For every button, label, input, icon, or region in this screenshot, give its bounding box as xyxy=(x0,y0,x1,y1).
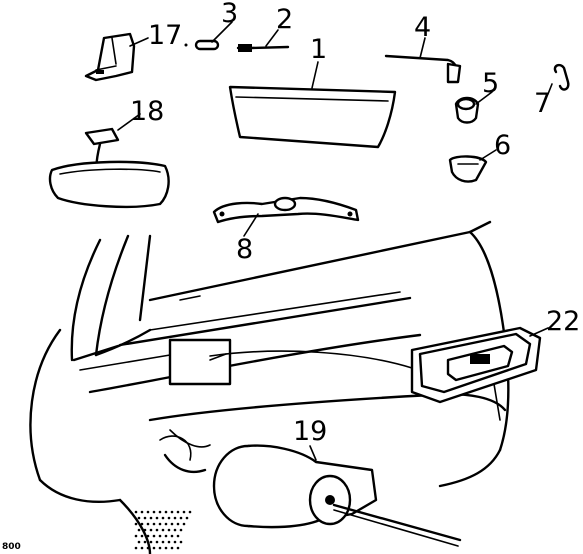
part-1-visor-pocket xyxy=(228,85,397,149)
grille-dot xyxy=(173,516,177,520)
callout-22: 22 xyxy=(546,306,580,337)
grille-dot xyxy=(137,516,141,520)
grille-dot xyxy=(146,522,150,526)
grille-dot xyxy=(167,528,171,532)
part-2-rod xyxy=(236,44,290,52)
grille-dot xyxy=(140,546,144,550)
callout-18: 18 xyxy=(130,96,164,127)
grille-dot xyxy=(152,510,156,514)
grille-dot xyxy=(146,546,150,550)
part-19-motor xyxy=(212,444,462,547)
grille-dot xyxy=(149,540,153,544)
part-4-l-hook xyxy=(384,54,462,84)
grille-dot xyxy=(182,522,186,526)
part-6-bezel xyxy=(448,155,488,183)
grille-dot xyxy=(137,528,141,532)
grille-dot xyxy=(176,522,180,526)
grille-dot xyxy=(155,540,159,544)
callout-5: 5 xyxy=(482,68,499,99)
grille-dot xyxy=(149,516,153,520)
part-3-clip xyxy=(184,39,220,51)
callout-8: 8 xyxy=(236,234,253,265)
grille-dot xyxy=(182,510,186,514)
grille-dot xyxy=(143,528,147,532)
grille-dot xyxy=(170,522,174,526)
grille-dot xyxy=(155,528,159,532)
leader-lines xyxy=(117,21,553,461)
grille-dot xyxy=(176,546,180,550)
grille-dot xyxy=(185,516,189,520)
callout-19: 19 xyxy=(293,416,327,447)
callout-3: 3 xyxy=(221,0,238,29)
grille-dot xyxy=(134,522,138,526)
part-18-rearview-mirror xyxy=(48,127,170,209)
grille-dot xyxy=(161,516,165,520)
grille-dot xyxy=(152,546,156,550)
callout-6: 6 xyxy=(494,130,511,161)
grille-dot xyxy=(167,540,171,544)
grille-dot xyxy=(134,546,138,550)
grille-dot xyxy=(188,510,192,514)
grille-dot xyxy=(164,534,168,538)
grille-dot xyxy=(176,534,180,538)
grille-dot xyxy=(134,534,138,538)
door-cable xyxy=(168,338,413,386)
grille-dot xyxy=(140,534,144,538)
callout-labels: 1 2 3 4 5 6 7 8 17 18 19 22 xyxy=(130,0,580,447)
speaker-grille xyxy=(134,510,192,550)
grille-dot xyxy=(173,540,177,544)
part-8-grab-handle xyxy=(212,196,360,224)
grille-dot xyxy=(149,528,153,532)
part-7-hook xyxy=(553,63,570,91)
grille-dot xyxy=(173,528,177,532)
grille-dot xyxy=(137,540,141,544)
grille-dot xyxy=(158,534,162,538)
part-22-door-handle xyxy=(410,326,542,404)
grille-dot xyxy=(176,510,180,514)
grille-dot xyxy=(161,540,165,544)
callout-1: 1 xyxy=(310,34,327,65)
grille-dot xyxy=(167,516,171,520)
grille-dot xyxy=(179,516,183,520)
grille-dot xyxy=(170,546,174,550)
callout-4: 4 xyxy=(414,12,431,43)
grille-dot xyxy=(140,510,144,514)
grille-dot xyxy=(140,522,144,526)
grille-dot xyxy=(152,522,156,526)
grille-dot xyxy=(146,510,150,514)
grille-dot xyxy=(134,510,138,514)
grille-dot xyxy=(155,516,159,520)
part-17-bracket xyxy=(84,32,136,82)
grille-dot xyxy=(143,516,147,520)
grille-dot xyxy=(146,534,150,538)
grille-dot xyxy=(158,546,162,550)
grille-dot xyxy=(170,510,174,514)
part-5-knob xyxy=(454,96,480,124)
grille-dot xyxy=(152,534,156,538)
grille-dot xyxy=(158,510,162,514)
callout-7: 7 xyxy=(534,88,551,119)
door-body-outline xyxy=(29,220,510,554)
figure-code: 800 xyxy=(2,542,21,552)
grille-dot xyxy=(158,522,162,526)
grille-dot xyxy=(179,528,183,532)
grille-dot xyxy=(164,522,168,526)
grille-dot xyxy=(170,534,174,538)
grille-dot xyxy=(179,540,183,544)
grille-dot xyxy=(143,540,147,544)
grille-dot xyxy=(164,546,168,550)
grille-dot xyxy=(161,528,165,532)
callout-17: 17 xyxy=(148,20,182,51)
callout-2: 2 xyxy=(276,4,293,35)
grille-dot xyxy=(164,510,168,514)
